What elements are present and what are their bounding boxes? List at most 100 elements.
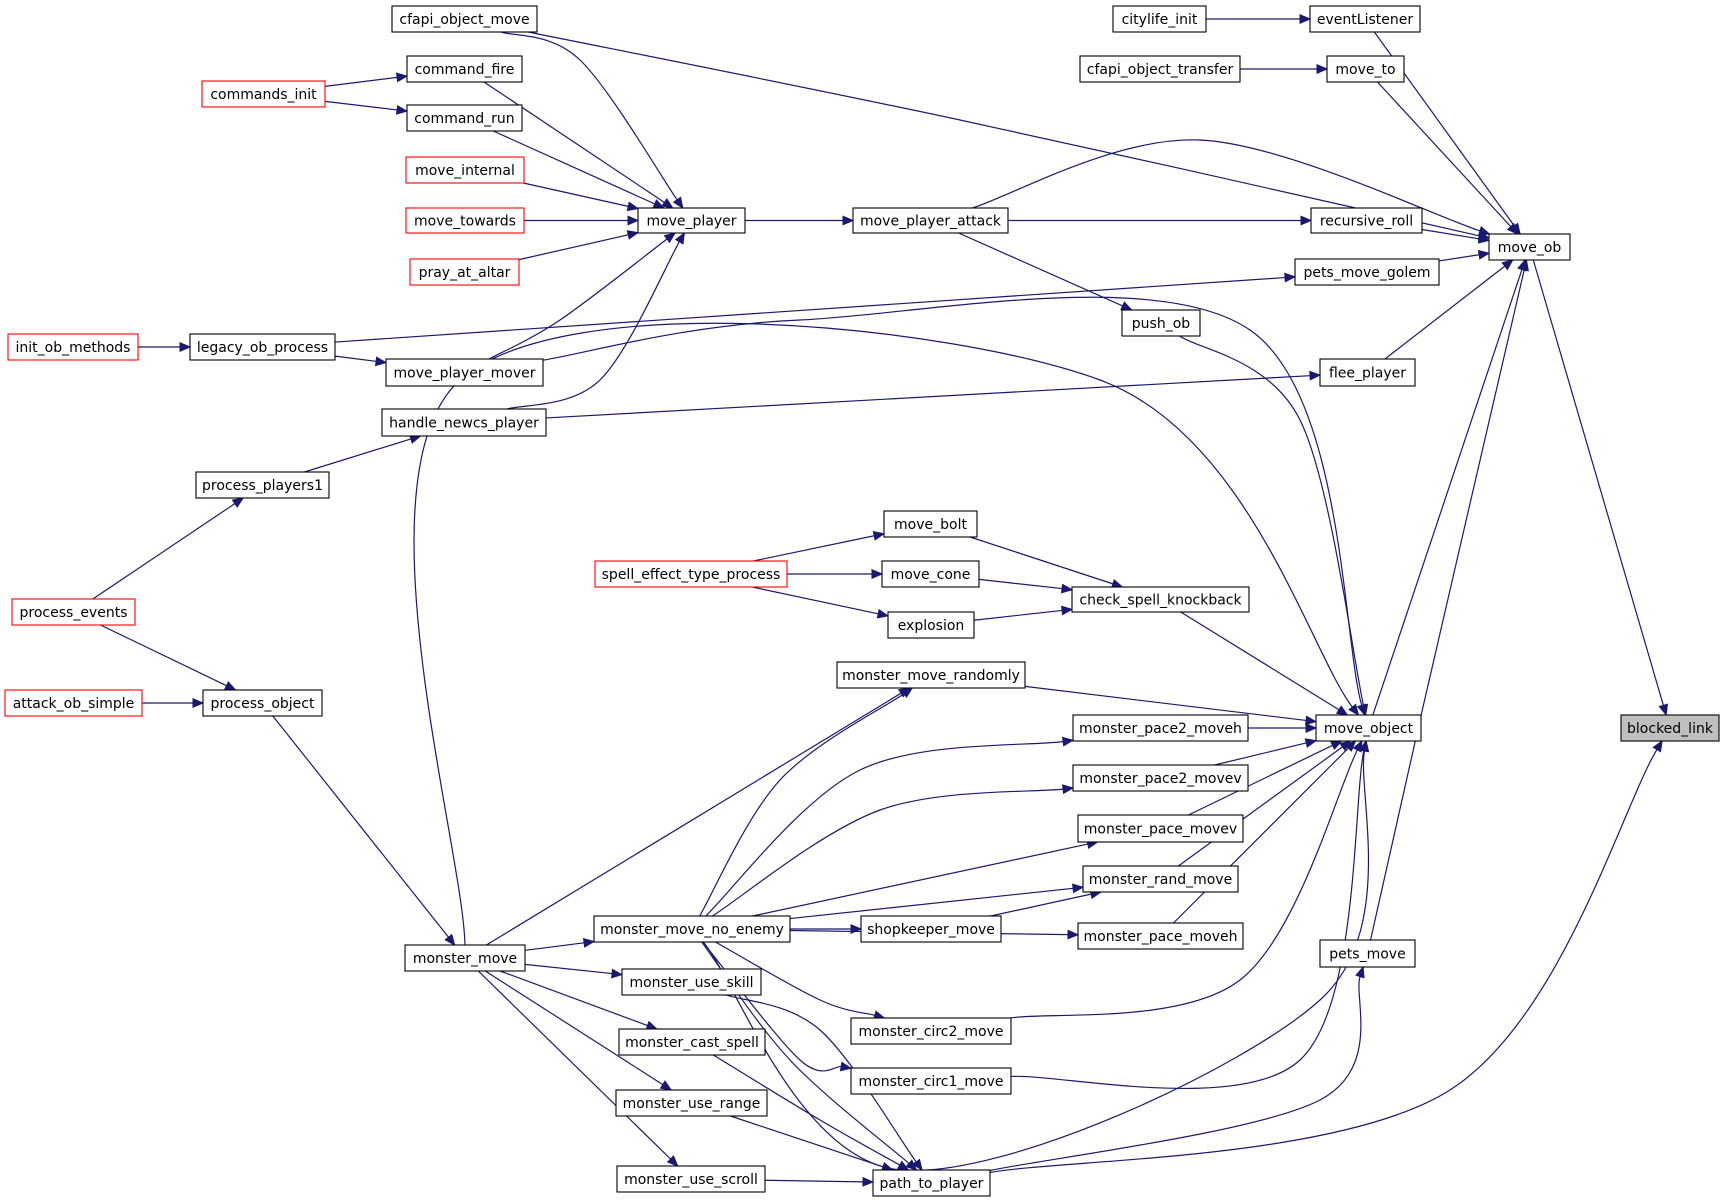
node-box (201, 80, 326, 108)
node-spell_effect_type_process[interactable]: spell_effect_type_process (594, 560, 788, 588)
node-label: handle_newcs_player (389, 416, 539, 432)
arrowhead (1305, 723, 1318, 733)
node-init_ob_methods[interactable]: init_ob_methods (7, 333, 139, 361)
edge-monster_use_skill-to-path_to_player (726, 994, 923, 1172)
node-path_to_player[interactable]: path_to_player (872, 1169, 991, 1197)
node-citylife_init[interactable]: citylife_init (1112, 5, 1207, 33)
node-move_player_attack[interactable]: move_player_attack (852, 207, 1009, 234)
node-command_fire[interactable]: command_fire (406, 55, 523, 83)
edges-layer (92, 14, 1669, 1187)
edge-legacy_ob_process-to-pets_move_golem (334, 272, 1297, 343)
edge-move_cone-to-check_spell_knockback (978, 578, 1074, 594)
edge-path_to_player-to-blocked_link (989, 739, 1663, 1174)
edge-line (524, 963, 613, 975)
node-pets_move[interactable]: pets_move (1319, 939, 1416, 968)
edge-line (726, 994, 917, 1163)
node-box (7, 333, 139, 361)
arrowhead (395, 104, 409, 115)
edge-pray_at_altar-to-move_player (518, 230, 640, 261)
node-label: monster_circ2_move (859, 1024, 1004, 1040)
node-monster_pace_movev[interactable]: monster_pace_movev (1077, 814, 1244, 843)
node-pray_at_altar[interactable]: pray_at_altar (409, 258, 520, 286)
node-process_players1[interactable]: process_players1 (195, 471, 330, 499)
node-blocked_link[interactable]: blocked_link (1620, 714, 1720, 742)
node-eventListener[interactable]: eventListener (1309, 5, 1421, 33)
edge-recursive_roll-to-move_ob (1421, 228, 1491, 244)
arrowhead (1061, 605, 1074, 616)
node-push_ob[interactable]: push_ob (1121, 309, 1201, 337)
arrowhead (192, 698, 205, 708)
node-monster_pace2_movev[interactable]: monster_pace2_movev (1072, 764, 1249, 792)
arrowhead (1120, 301, 1133, 311)
edge-monster_move-to-monster_use_range (484, 970, 673, 1091)
edge-monster_cast_spell-to-path_to_player (713, 1054, 910, 1171)
node-label: pets_move (1329, 947, 1405, 963)
node-move_towards[interactable]: move_towards (405, 207, 525, 234)
arrowhead (871, 569, 884, 579)
node-label: commands_init (210, 87, 317, 103)
arrowhead (223, 680, 237, 691)
edge-move_player_mover-to-move_object (542, 296, 1367, 717)
node-attack_ob_simple[interactable]: attack_ob_simple (4, 689, 143, 717)
edge-monster_use_scroll-to-path_to_player (764, 1176, 875, 1187)
edge-check_spell_knockback-to-move_object (1180, 611, 1349, 716)
edge-line (764, 1179, 864, 1183)
arrowhead (645, 1020, 659, 1031)
node-box (189, 333, 336, 361)
node-process_events[interactable]: process_events (11, 598, 136, 626)
node-monster_pace2_moveh[interactable]: monster_pace2_moveh (1072, 714, 1249, 742)
edge-line (972, 139, 1481, 232)
edge-line (1377, 81, 1512, 228)
node-legacy_ob_process[interactable]: legacy_ob_process (189, 333, 336, 361)
node-move_player_mover[interactable]: move_player_mover (385, 358, 544, 387)
arrowhead (444, 933, 456, 947)
edge-line (272, 715, 449, 938)
node-label: monster_rand_move (1089, 872, 1232, 888)
node-monster_use_scroll[interactable]: monster_use_scroll (616, 1165, 766, 1193)
node-label: move_to (1335, 62, 1395, 78)
node-handle_newcs_player[interactable]: handle_newcs_player (381, 408, 547, 437)
node-label: spell_effect_type_process (602, 567, 781, 583)
node-process_object[interactable]: process_object (202, 689, 323, 717)
node-move_player[interactable]: move_player (637, 207, 746, 234)
arrowhead (1658, 703, 1669, 717)
edge-monster_pace2_moveh-to-move_object (1248, 723, 1318, 733)
node-monster_circ2_move[interactable]: monster_circ2_move (850, 1017, 1012, 1045)
node-shopkeeper_move[interactable]: shopkeeper_move (860, 915, 1002, 943)
edge-line (789, 887, 1074, 920)
node-check_spell_knockback[interactable]: check_spell_knockback (1071, 586, 1250, 613)
node-monster_use_skill[interactable]: monster_use_skill (621, 968, 762, 996)
node-monster_circ1_move[interactable]: monster_circ1_move (850, 1067, 1012, 1095)
edge-line (713, 1054, 901, 1166)
node-cfapi_object_move[interactable]: cfapi_object_move (391, 5, 538, 33)
node-monster_use_range[interactable]: monster_use_range (615, 1089, 768, 1117)
arrowhead (1062, 784, 1075, 795)
node-box (202, 689, 323, 717)
node-move_cone[interactable]: move_cone (881, 560, 980, 588)
node-explosion[interactable]: explosion (887, 611, 975, 639)
node-move_to[interactable]: move_to (1326, 55, 1405, 83)
node-pets_move_golem[interactable]: pets_move_golem (1294, 258, 1440, 286)
node-move_internal[interactable]: move_internal (405, 156, 525, 184)
node-cfapi_object_transfer[interactable]: cfapi_object_transfer (1079, 55, 1241, 83)
edge-move_bolt-to-check_spell_knockback (969, 536, 1124, 589)
node-command_run[interactable]: command_run (406, 104, 523, 132)
node-move_object[interactable]: move_object (1315, 714, 1422, 742)
node-monster_cast_spell[interactable]: monster_cast_spell (618, 1028, 766, 1056)
node-move_bolt[interactable]: move_bolt (883, 510, 978, 538)
node-monster_rand_move[interactable]: monster_rand_move (1082, 865, 1239, 893)
edge-line (730, 1115, 884, 1168)
node-label: cfapi_object_transfer (1087, 62, 1234, 78)
edge-line (1438, 254, 1480, 262)
node-monster_pace_moveh[interactable]: monster_pace_moveh (1077, 922, 1244, 950)
arrowhead (395, 72, 409, 83)
node-monster_move_no_enemy[interactable]: monster_move_no_enemy (593, 915, 791, 943)
node-move_ob[interactable]: move_ob (1488, 233, 1571, 261)
edge-line (1384, 265, 1506, 360)
node-monster_move_randomly[interactable]: monster_move_randomly (836, 661, 1026, 689)
node-commands_init[interactable]: commands_init (201, 80, 326, 108)
node-recursive_roll[interactable]: recursive_roll (1310, 207, 1423, 234)
node-flee_player[interactable]: flee_player (1319, 358, 1416, 387)
node-monster_move[interactable]: monster_move (404, 944, 526, 972)
arrowhead (872, 531, 886, 541)
